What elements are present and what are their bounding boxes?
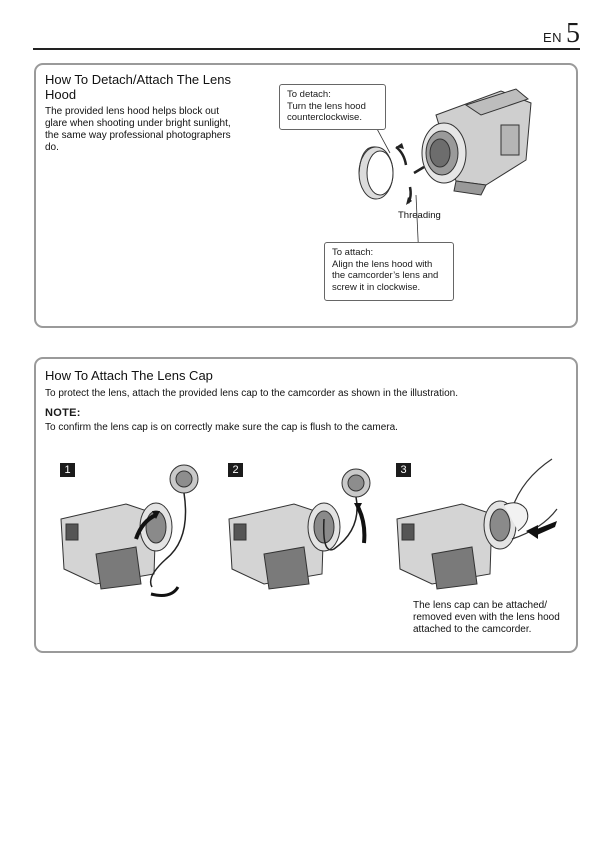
lens-cap-caption: The lens cap can be attached/ removed ev…	[413, 600, 560, 635]
lens-hood-body: The provided lens hood helps block out g…	[45, 106, 231, 153]
step-2-illustration	[228, 468, 371, 590]
lens-cap-panel: How To Attach The Lens Cap To protect th…	[34, 357, 578, 653]
detach-heading: To detach:	[287, 89, 331, 100]
lens-hood-panel: How To Detach/Attach The Lens Hood The p…	[34, 63, 578, 328]
language-code: EN	[542, 30, 562, 45]
page-number: 5	[566, 18, 580, 49]
threading-label: Threading	[398, 210, 441, 221]
detach-callout: To detach: Turn the lens hood counterclo…	[279, 84, 386, 130]
page-header: EN 5	[33, 18, 580, 50]
step-badge-1: 1	[60, 463, 75, 477]
rotation-arrows	[395, 146, 425, 204]
step-1-illustration	[60, 464, 199, 597]
step-badge-3: 3	[396, 463, 411, 477]
note-heading: NOTE:	[45, 407, 81, 419]
attach-callout: To attach: Align the lens hood with the …	[324, 242, 454, 301]
lens-hood-title: How To Detach/Attach The Lens Hood	[45, 72, 231, 102]
lens-hood-ring-drawing	[358, 146, 394, 200]
step-badge-2: 2	[228, 463, 243, 477]
lens-cap-title: How To Attach The Lens Cap	[45, 368, 213, 383]
header-rule	[33, 48, 580, 50]
detach-text: Turn the lens hood counterclockwise.	[287, 100, 366, 124]
note-text: To confirm the lens cap is on correctly …	[45, 422, 398, 433]
camcorder-lens-drawing	[421, 122, 467, 184]
attach-text: Align the lens hood with the camcorder’s…	[332, 258, 439, 293]
lens-hood-illustration	[358, 88, 532, 283]
attach-heading: To attach:	[332, 247, 374, 258]
step-3-illustration	[396, 458, 558, 590]
lens-cap-body: To protect the lens, attach the provided…	[45, 388, 459, 399]
page-id: EN 5	[542, 18, 580, 49]
